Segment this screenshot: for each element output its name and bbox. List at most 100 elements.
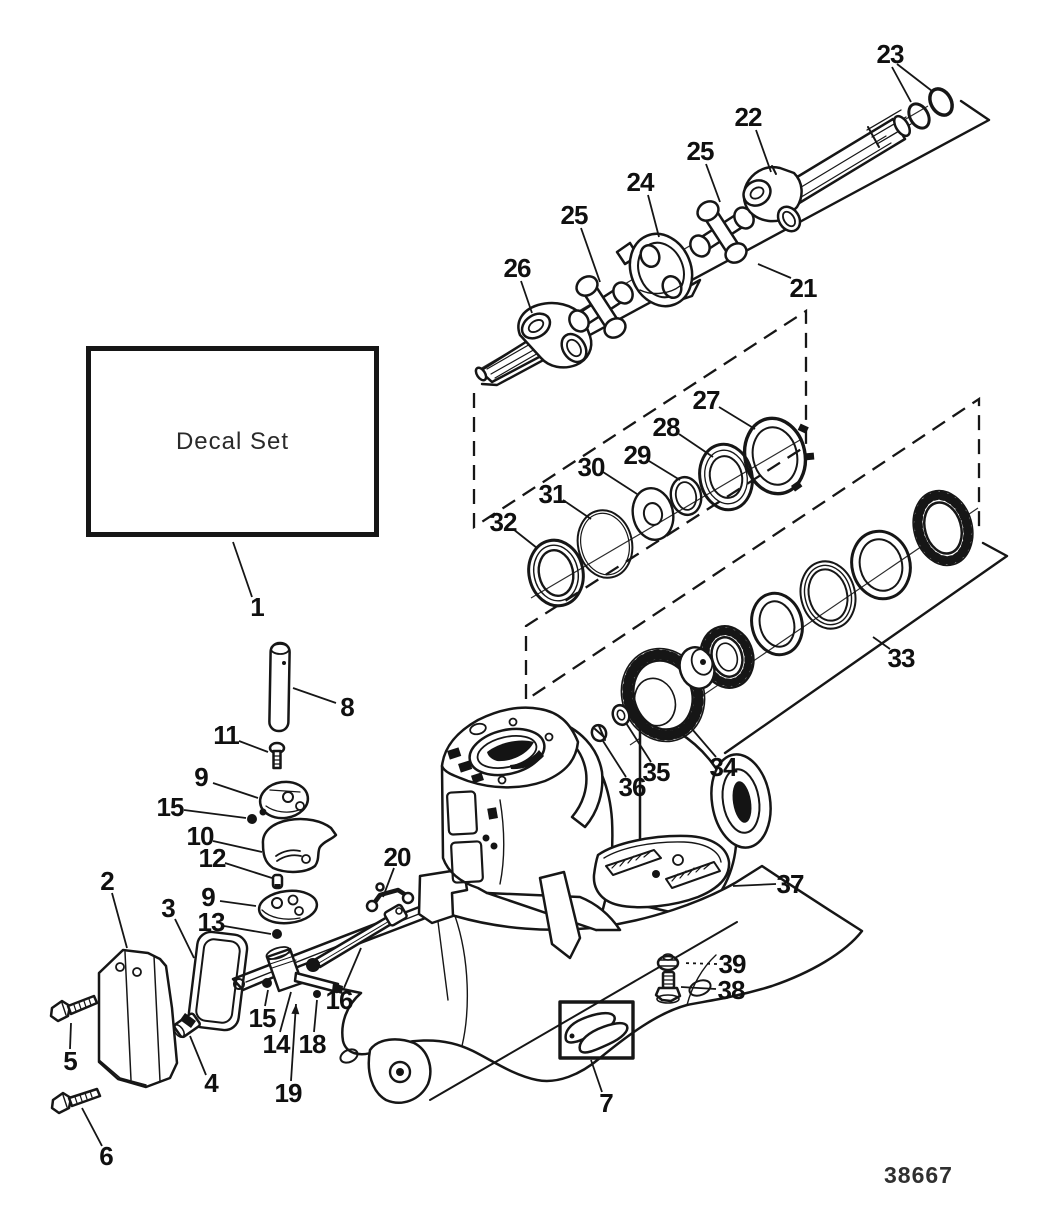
pivot-pin-8 xyxy=(268,641,291,733)
callout-2: 2 xyxy=(100,866,114,896)
callout-9: 9 xyxy=(201,882,215,912)
callout-leader-13 xyxy=(223,925,272,935)
callout-leader-11 xyxy=(238,740,269,753)
callout-leader-8 xyxy=(292,687,337,704)
callout-21: 21 xyxy=(790,273,817,303)
callout-25: 25 xyxy=(687,136,714,166)
right-hardware xyxy=(558,834,731,1060)
bolt-38 xyxy=(654,970,682,1004)
callout-leader-23 xyxy=(896,63,933,92)
driveshaft-ujoint-group xyxy=(474,87,954,384)
driveshaft-yoke-22 xyxy=(742,109,912,233)
callout-6: 6 xyxy=(99,1141,113,1171)
housing-strut xyxy=(538,870,582,960)
screw-11 xyxy=(268,741,286,770)
callout-leader-9 xyxy=(212,782,259,799)
callout-16: 16 xyxy=(326,985,353,1015)
group-box-seals xyxy=(472,308,981,703)
o-ring-31 xyxy=(576,509,634,579)
callout-arrowhead-19 xyxy=(291,1004,300,1015)
callout-leaders xyxy=(69,63,933,1147)
driveshaft-bore xyxy=(468,727,546,777)
callout-14: 14 xyxy=(263,1029,291,1059)
retainer-27 xyxy=(742,416,815,496)
bevel-gear xyxy=(620,646,716,743)
o-rings-23 xyxy=(907,87,954,130)
callout-10: 10 xyxy=(187,821,214,851)
callout-leader-15 xyxy=(264,989,269,1007)
callout-15: 15 xyxy=(249,1003,276,1033)
cam-plate-10 xyxy=(261,817,338,874)
gimbal-bell-housing xyxy=(638,714,772,920)
gear-bearing-kit xyxy=(590,489,974,743)
housing-window xyxy=(450,840,484,884)
callout-leader-20 xyxy=(382,867,395,898)
follower-pin-12 xyxy=(271,873,284,890)
callout-31: 31 xyxy=(539,479,566,509)
callout-leader-3 xyxy=(174,918,195,959)
callout-9: 9 xyxy=(194,762,208,792)
callout-1: 1 xyxy=(250,592,264,622)
callout-leader-32 xyxy=(512,528,538,549)
callout-7: 7 xyxy=(599,1088,613,1118)
shim-ring xyxy=(799,560,857,630)
callout-leader-5 xyxy=(69,1022,72,1050)
callout-leader-37 xyxy=(732,883,777,887)
callout-leader-30 xyxy=(602,471,638,495)
callout-leader-34 xyxy=(685,721,717,758)
plug-4 xyxy=(173,1012,201,1039)
callout-11: 11 xyxy=(213,720,239,750)
callout-19: 19 xyxy=(275,1078,302,1108)
callout-leader-31 xyxy=(562,499,592,520)
callout-15: 15 xyxy=(157,792,184,822)
gear-washer xyxy=(611,703,631,727)
callout-leader-25 xyxy=(705,163,721,203)
shift-rod-16 xyxy=(306,903,408,972)
gear-screw xyxy=(590,723,608,743)
washer-30 xyxy=(631,487,675,541)
callout-35: 35 xyxy=(643,757,670,787)
drawing-number: 38667 xyxy=(884,1162,953,1188)
callout-leader-15 xyxy=(183,809,247,819)
callout-leader-39 xyxy=(681,962,718,965)
callout-8: 8 xyxy=(340,692,354,722)
lag-bolt-5 xyxy=(49,994,99,1023)
callout-leader-21 xyxy=(757,263,792,279)
callout-18: 18 xyxy=(299,1029,326,1059)
bearing-cup xyxy=(850,529,912,601)
callout-28: 28 xyxy=(653,412,680,442)
callout-leader-18 xyxy=(313,999,318,1033)
callout-leader-24 xyxy=(647,194,660,238)
locknut-39 xyxy=(656,953,680,972)
seal-bearing-kit xyxy=(527,416,815,608)
callout-labels: 1234567899101112131415151618192021222324… xyxy=(63,39,916,1171)
housing-window xyxy=(446,790,478,836)
detent-ball-15b xyxy=(262,978,272,988)
callout-leader-35 xyxy=(625,722,652,763)
spacer-ring xyxy=(750,591,804,657)
callout-leader-38 xyxy=(680,986,717,990)
sleeve-29 xyxy=(669,475,703,517)
plate-kit-box-7 xyxy=(558,1000,635,1060)
callout-38: 38 xyxy=(718,975,745,1005)
callout-3: 3 xyxy=(161,893,175,923)
callout-leader-2 xyxy=(111,892,128,949)
callout-25: 25 xyxy=(561,200,588,230)
callout-13: 13 xyxy=(198,907,225,937)
callout-leader-22 xyxy=(755,129,772,173)
bearing-28 xyxy=(698,442,754,512)
callout-leader-14 xyxy=(279,991,292,1033)
callout-24: 24 xyxy=(627,167,655,197)
callout-39: 39 xyxy=(719,949,746,979)
callout-leader-12 xyxy=(224,862,273,879)
callout-leader-36 xyxy=(602,740,627,778)
coupler-yoke-24 xyxy=(615,232,702,308)
callout-leader-33 xyxy=(872,636,891,650)
callout-29: 29 xyxy=(624,440,651,470)
callout-12: 12 xyxy=(199,843,226,873)
decal-set-label: Decal Set xyxy=(175,427,290,455)
gasket-3 xyxy=(187,930,249,1032)
shift-linkage-20 xyxy=(365,882,415,913)
